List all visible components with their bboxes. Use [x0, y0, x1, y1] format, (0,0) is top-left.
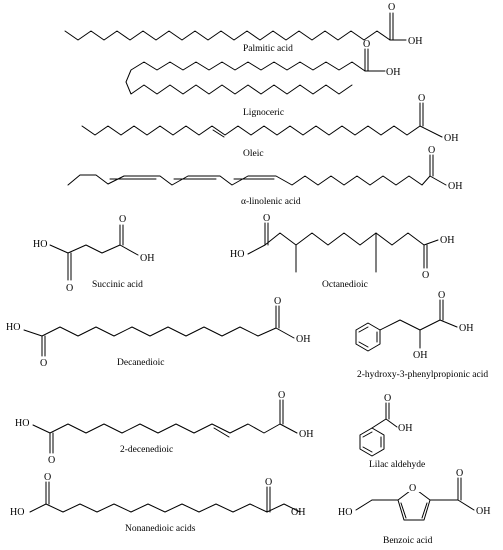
oleic-o-label: O — [418, 93, 425, 104]
palmitic-oh-label: OH — [408, 36, 422, 47]
decanedioic-oh-label: OH — [296, 334, 310, 345]
nonanedioic-label: Nonanedioic acids — [125, 524, 196, 534]
decanedioic-label: Decanedioic — [117, 358, 164, 368]
decanedioic-structure: HO O O OH Decanedioic — [6, 296, 310, 369]
decenedioic-ho-label: HO — [15, 418, 29, 429]
lignoceric-o-label: O — [363, 39, 370, 50]
lignoceric-chain — [125, 61, 366, 95]
nonanedioic-structure: HO O O OH Nonanedioic acids — [10, 472, 305, 534]
octanedioic-label: Octanedioic — [322, 280, 368, 290]
nonanedioic-o-left-label: O — [44, 472, 51, 483]
lilac-aldehyde-structure: O OH Lilac aldehyde — [359, 393, 425, 470]
succinic-o-top-label: O — [119, 214, 126, 225]
hydroxyphenylpropionic-label: 2-hydroxy-3-phenylpropionic acid — [357, 370, 488, 380]
benzoic-o-label: O — [456, 468, 463, 479]
linolenic-chain — [67, 174, 431, 186]
decenedioic-double-bond — [213, 427, 230, 438]
decanedioic-o-top-label: O — [274, 296, 281, 307]
hydroxyphenyl-benzene-ring — [355, 322, 381, 352]
decenedioic-structure: HO O O OH 2-decenedioic — [15, 390, 313, 466]
benzoic-ho-label: HO — [338, 507, 352, 518]
benzoic-acid-label: Benzoic acid — [383, 536, 433, 546]
succinic-acid-structure: HO O O OH Succinic acid — [33, 214, 154, 294]
linolenic-carboxyl: O OH — [428, 145, 462, 192]
decenedioic-label: 2-decenedioic — [120, 445, 173, 455]
linolenic-structure: O OH α-linolenic acid — [67, 145, 462, 207]
hydroxyphenyl-o-label: O — [438, 290, 445, 301]
lignoceric-oh-label: OH — [386, 67, 400, 78]
oleic-double-bond — [212, 129, 225, 138]
nonanedioic-ho-label: HO — [10, 507, 24, 518]
lilac-o-label: O — [384, 393, 391, 404]
linolenic-label: α-linolenic acid — [241, 197, 301, 207]
furan-o-mask — [408, 481, 420, 492]
nonanedioic-o-right-label: O — [265, 477, 272, 488]
lilac-oh-label: OH — [398, 423, 412, 434]
succinic-acid-label: Succinic acid — [92, 280, 143, 290]
hydroxyphenyl-oh-side-label: OH — [413, 350, 427, 361]
succinic-o-bottom-label: O — [66, 283, 73, 294]
succinic-oh-label: OH — [140, 253, 154, 264]
decanedioic-ho-label: HO — [6, 322, 20, 333]
linolenic-o-label: O — [428, 145, 435, 156]
palmitic-carboxyl: O OH — [388, 2, 422, 47]
lilac-aldehyde-label: Lilac aldehyde — [369, 460, 425, 470]
lignoceric-structure: O OH Lignoceric — [125, 39, 400, 118]
lignoceric-label: Lignoceric — [243, 108, 284, 118]
oleic-structure: O OH Oleic — [81, 93, 458, 159]
lignoceric-carboxyl: O OH — [363, 39, 400, 78]
decanedioic-o-bottom-label: O — [40, 358, 47, 369]
nonanedioic-oh-label: OH — [291, 507, 305, 518]
decenedioic-o-bottom-label: O — [48, 455, 55, 466]
octanedioic-oh-label: OH — [440, 235, 454, 246]
decenedioic-o-top-label: O — [278, 390, 285, 401]
octanedioic-structure: HO O O OH Octanedioic — [230, 213, 454, 290]
oleic-chain — [81, 125, 421, 138]
oleic-label: Oleic — [243, 149, 264, 159]
palmitic-chain — [64, 30, 391, 41]
octanedioic-o-top-label: O — [263, 213, 270, 224]
oleic-oh-label: OH — [444, 133, 458, 144]
octanedioic-ho-label: HO — [230, 249, 244, 260]
octanedioic-o-bottom-label: O — [422, 270, 429, 281]
hydroxyphenyl-oh-acid-label: OH — [459, 323, 473, 334]
succinic-ho-label: HO — [33, 239, 47, 250]
palmitic-o-label: O — [388, 2, 395, 13]
oleic-carboxyl: O OH — [418, 93, 458, 144]
benzoic-acid-structure: HO O O OH Benzoic acid — [338, 468, 490, 546]
hydroxyphenylpropionic-structure: OH O OH 2-hydroxy-3-phenylpropionic acid — [355, 290, 488, 380]
palmitic-acid-structure: O OH Palmitic acid — [64, 2, 422, 54]
furan-o-label: O — [409, 483, 416, 494]
benzoic-oh-label: OH — [476, 506, 490, 517]
linolenic-oh-label: OH — [448, 181, 462, 192]
palmitic-acid-label: Palmitic acid — [243, 44, 293, 54]
decenedioic-oh-label: OH — [299, 429, 313, 440]
